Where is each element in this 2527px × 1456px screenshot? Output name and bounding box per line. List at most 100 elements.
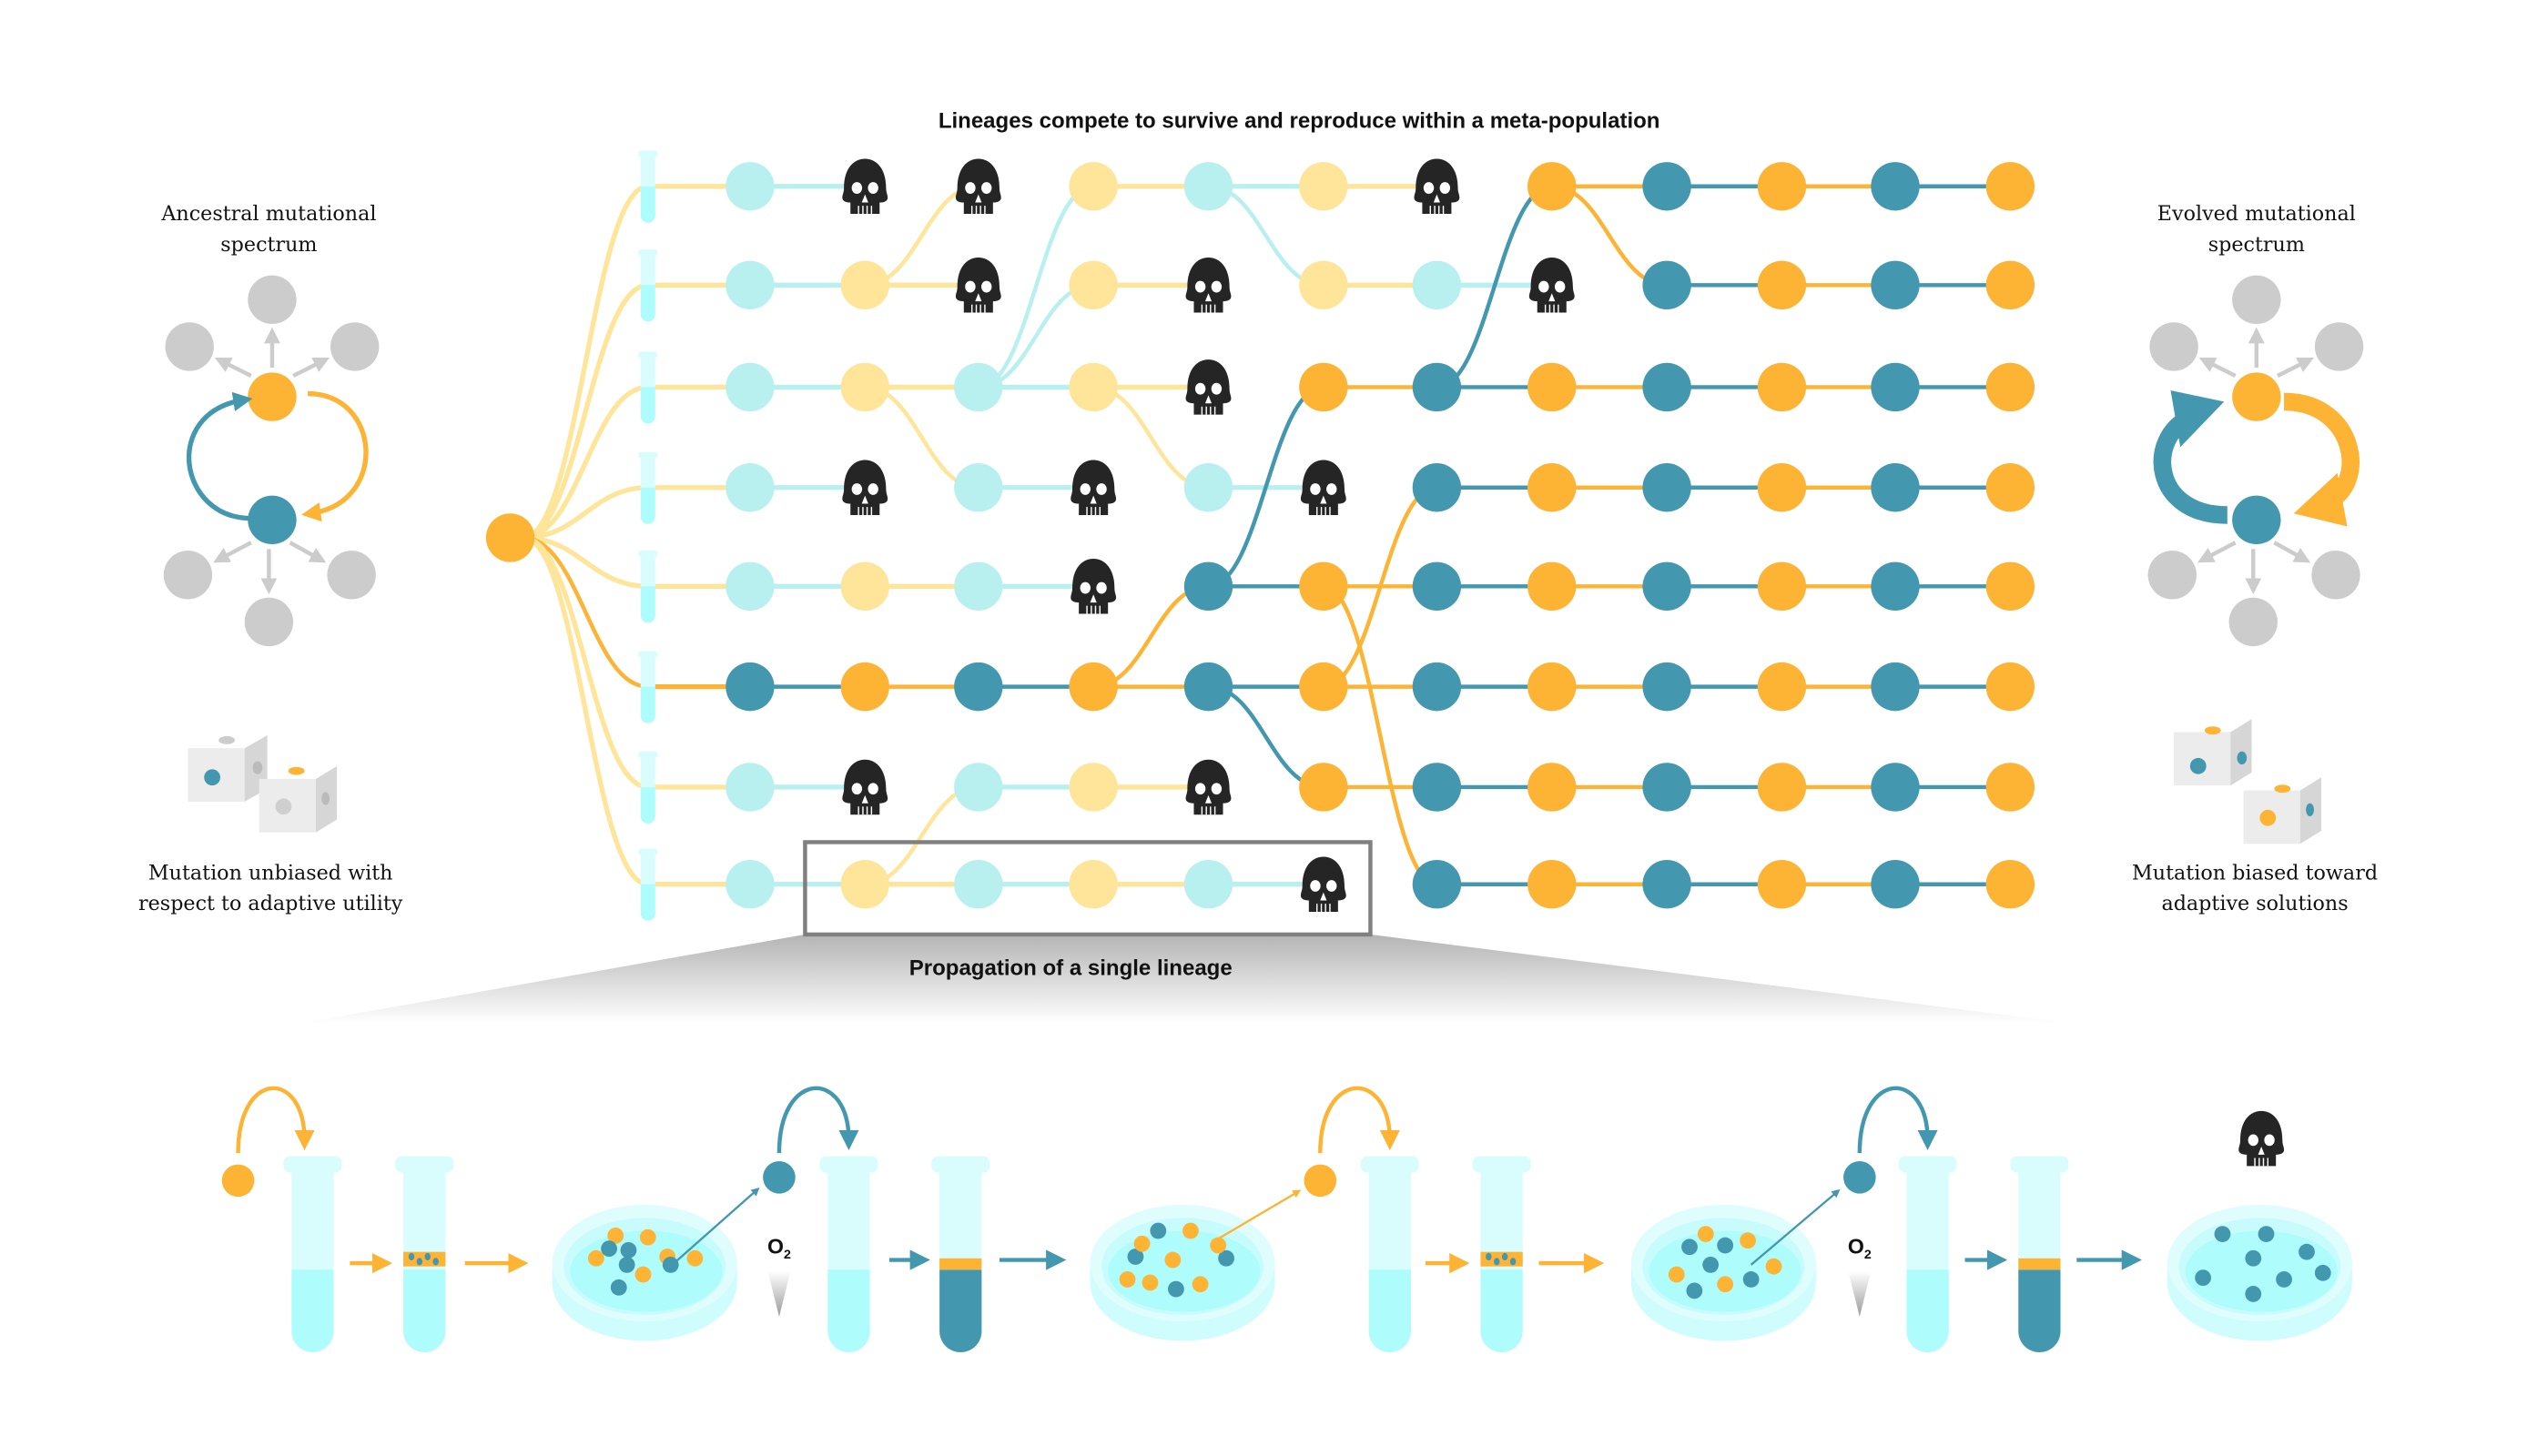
orange-colony <box>1210 1237 1227 1254</box>
cell-dot <box>1486 1252 1492 1261</box>
lineage-node-teal <box>1412 362 1462 412</box>
lineage-node-teal <box>954 662 1003 712</box>
lineage-node-teal <box>1871 763 1920 812</box>
skull-shape <box>1071 460 1117 515</box>
selection-pointer <box>1750 1188 1841 1266</box>
transfer-arc-arrow <box>236 1086 315 1154</box>
skull-eye <box>2264 1134 2275 1147</box>
skull-icon <box>955 158 1001 215</box>
skull-shape <box>1185 359 1232 415</box>
lineage-node-pale-cyan <box>726 260 775 310</box>
grown-culture-tube <box>2010 1156 2069 1352</box>
skull-nose <box>1204 794 1213 804</box>
petri-dish <box>2167 1205 2352 1341</box>
teal-genotype <box>248 495 297 545</box>
mutant-circle <box>2232 275 2281 325</box>
lineage-node-pale-cyan <box>726 561 775 611</box>
lineage-node-orange <box>1527 362 1577 412</box>
lineage-node-pale-cyan <box>1183 860 1233 909</box>
tube-body <box>1906 1166 1949 1270</box>
mutant-circle <box>165 322 214 371</box>
skull-eye <box>981 182 992 194</box>
root-to-tube-link <box>523 535 649 790</box>
orange-colony <box>1142 1274 1159 1291</box>
culture-tube <box>1360 1156 1419 1352</box>
skull-shape <box>842 158 888 215</box>
teal-colony <box>618 1257 635 1273</box>
skull-nose <box>1204 293 1213 302</box>
lineage-node-pale-cyan <box>954 362 1003 412</box>
lineage-node-teal <box>1642 260 1691 310</box>
orange-colony <box>1740 1232 1756 1249</box>
skull-icon <box>1300 460 1346 515</box>
lineage-node-pale-cyan <box>726 463 775 512</box>
lineage-nodes <box>485 158 2035 912</box>
skull-eye <box>868 783 878 795</box>
lineage-node-teal <box>1412 463 1462 512</box>
tube-liquid <box>640 186 655 223</box>
lineage-node-orange <box>1299 362 1348 412</box>
oxygen-label: O2 <box>767 1234 791 1261</box>
selection-pointer <box>671 1187 760 1266</box>
lineage-node-orange <box>1299 763 1348 812</box>
oxygen-symbol: O <box>1848 1234 1864 1258</box>
teal-colony <box>2276 1271 2292 1288</box>
ancestral-heading-line1: Ancestral mutational <box>160 202 376 226</box>
teal-colony <box>1681 1239 1698 1256</box>
teal-colony <box>1702 1257 1720 1273</box>
tube-liquid <box>291 1269 334 1352</box>
lineage-node-pale-cyan <box>726 763 775 812</box>
evolved-spectrum-panel: Evolved mutational spectrum <box>2132 202 2378 915</box>
orange-cell <box>221 1164 255 1198</box>
culture-tube <box>283 1156 342 1352</box>
root-to-tube-link <box>523 535 648 589</box>
lineage-node-orange <box>1527 662 1577 712</box>
teal-cell <box>763 1161 796 1194</box>
lineage-node-pale-cyan <box>1183 463 1233 512</box>
lineage-node-orange <box>1985 362 2035 412</box>
tube-liquid <box>403 1269 446 1352</box>
teal-cell <box>1843 1161 1876 1194</box>
culture-tube <box>638 848 658 921</box>
tube-liquid <box>640 786 655 824</box>
lineage-node-pale-cyan <box>726 860 775 909</box>
lineage-node-teal <box>1642 463 1691 512</box>
lineage-node-pale-yellow <box>840 260 889 310</box>
mutant-circle <box>248 275 297 325</box>
tube-liquid <box>640 285 655 322</box>
teal-colony <box>662 1257 679 1273</box>
skull-shape <box>955 258 1001 313</box>
skull-eye <box>1080 483 1091 495</box>
skull-eye <box>1211 783 1223 795</box>
tube-body <box>640 455 655 491</box>
orange-colony <box>607 1227 624 1244</box>
orange-genotype <box>2232 372 2281 421</box>
skull-shape <box>1185 258 1232 313</box>
dish-agar <box>2185 1230 2338 1312</box>
diagram-title: Lineages compete to survive and reproduc… <box>939 109 1660 134</box>
tube-liquid <box>640 884 655 921</box>
orange-colony <box>587 1249 604 1267</box>
skull-icon <box>842 759 888 815</box>
skull-nose <box>1320 495 1327 504</box>
orange-colony <box>1164 1251 1182 1269</box>
ancestral-heading-line2: spectrum <box>220 233 317 257</box>
oxygen-subscript: 2 <box>784 1248 791 1262</box>
mutant-circle <box>327 551 376 600</box>
lineage-node-teal <box>1412 860 1462 909</box>
lineage-node-orange <box>1757 763 1807 812</box>
skull-eye <box>1554 280 1566 293</box>
unbiased-dice-icon <box>188 735 338 833</box>
teal-colony <box>2195 1269 2211 1287</box>
mutation-neighbors <box>2147 275 2364 647</box>
root-to-tube-link <box>523 384 649 541</box>
tube-liquid <box>1906 1269 1949 1352</box>
skull-shape <box>842 759 888 815</box>
lineage-node-orange <box>1985 260 2035 310</box>
lineage-node-orange <box>1757 260 1807 310</box>
mutant-circle <box>2314 322 2364 371</box>
skull-nose <box>2258 1146 2265 1155</box>
ancestral-caption-line2: respect to adaptive utility <box>138 892 403 915</box>
skull-eye <box>851 483 863 495</box>
cell-dot <box>1501 1252 1508 1261</box>
